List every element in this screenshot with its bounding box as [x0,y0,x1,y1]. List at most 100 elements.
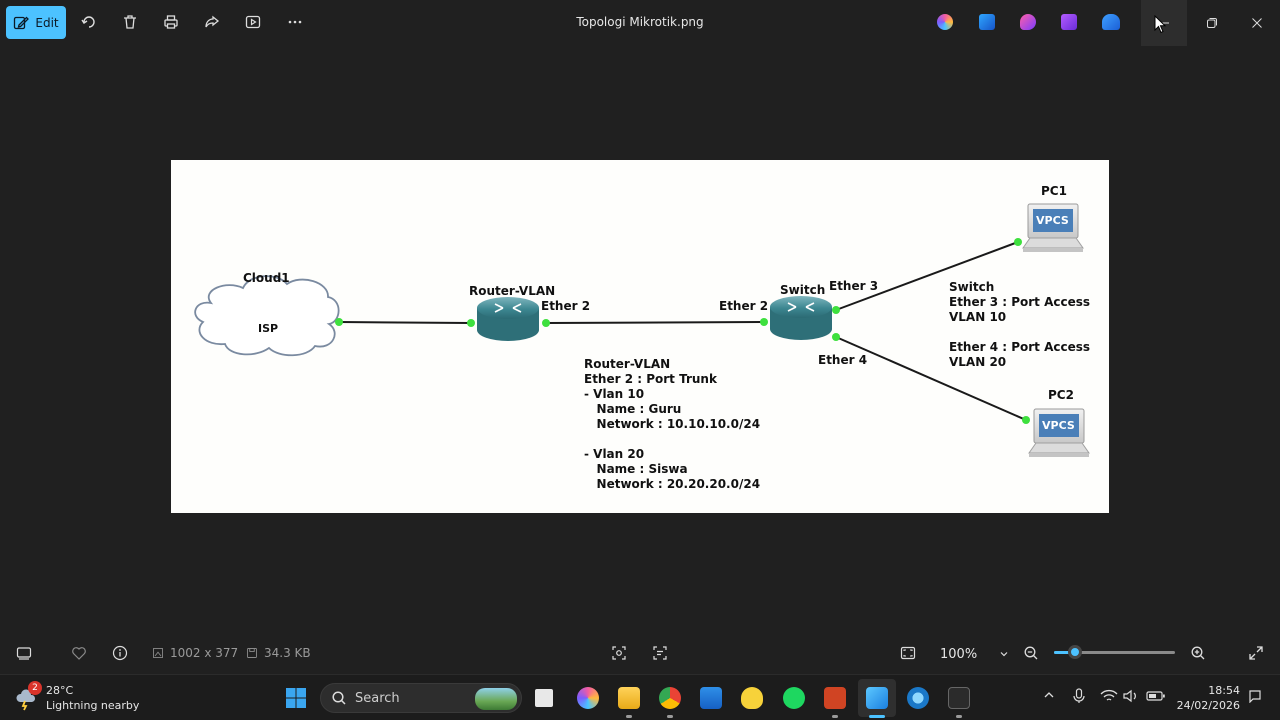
copilot-icon[interactable] [577,687,599,709]
pc1-vpcs-text: VPCS [1036,214,1069,227]
port-dot [832,333,840,341]
file-explorer-icon[interactable] [618,687,640,709]
running-indicator [626,715,632,718]
file-size: 34.3 KB [246,644,311,662]
save-icon [247,648,257,658]
zoom-slider-fill [1054,651,1075,654]
image-dimensions: 1002 x 377 [152,644,238,662]
visual-search-button[interactable] [611,644,627,662]
active-indicator [869,715,885,718]
cloud-text: ISP [258,322,279,335]
link-cloud-router [338,321,472,324]
taskbar: 2 28°C Lightning nearby Search 18:54 24/… [0,674,1280,720]
chevron-up-icon[interactable] [1043,689,1055,701]
image-canvas[interactable]: Cloud1 ISP Router-VLAN Ether 2 Ether 2 S… [171,160,1109,513]
pc2-label: PC2 [1048,388,1074,402]
switch-label: Switch [780,283,826,297]
duck-app-icon[interactable] [741,687,763,709]
spotify-icon[interactable] [783,687,805,709]
clipchamp-app-icon[interactable] [1061,14,1077,30]
powerpoint-icon[interactable] [824,687,846,709]
switch-port3-label: Ether 3 [829,279,879,293]
status-bar: 1002 x 377 34.3 KB 100% [0,632,1280,674]
port-dot [335,318,343,326]
visual-search-icon [612,646,626,660]
link-switch-pc2 [835,336,1027,421]
switch-vlan-notes: Switch Ether 3 : Port Access VLAN 10 Eth… [949,280,1091,369]
print-icon[interactable] [161,12,181,32]
close-button[interactable] [1234,0,1280,46]
edit-button[interactable]: Edit [6,6,66,39]
dimensions-icon [153,648,163,658]
link-switch-pc1 [835,241,1019,311]
running-indicator [956,715,962,718]
pc2-vpcs-text: VPCS [1042,419,1075,432]
link-router-switch [545,321,765,324]
zoom-dropdown[interactable]: 100% [930,640,1010,668]
temperature: 28°C [46,684,74,697]
pc2-vpcs-icon [1028,408,1090,457]
task-view-icon[interactable] [535,689,553,707]
windows-start-icon[interactable] [285,687,307,709]
port-dots [335,238,1030,424]
pc1-label: PC1 [1041,184,1067,198]
weather-widget[interactable]: 2 28°C Lightning nearby [14,681,139,713]
delete-icon[interactable] [120,12,140,32]
search-highlight-image [475,688,517,710]
photos-icon[interactable] [866,687,888,709]
chevron-down-icon [1000,652,1008,657]
zoom-out-button[interactable] [1023,644,1039,662]
fit-window-icon [900,646,916,660]
rotate-icon[interactable] [79,12,99,32]
zoom-out-icon [1024,646,1038,660]
running-indicator [667,715,673,718]
create-app-icon[interactable] [1020,14,1036,30]
cloud-icon [194,275,340,357]
running-indicator [832,715,838,718]
restore-icon [1207,18,1217,28]
port-dot [760,318,768,326]
browser-globe-icon[interactable] [907,687,929,709]
more-icon[interactable] [285,12,305,32]
battery-icon[interactable] [1146,689,1166,703]
microphone-icon[interactable] [1072,688,1086,704]
volume-icon[interactable] [1123,689,1139,703]
fit-to-window-button[interactable] [900,644,916,662]
chrome-icon[interactable] [659,687,681,709]
fullscreen-icon [1249,646,1263,660]
text-scan-button[interactable] [652,644,668,662]
router-icon [477,297,539,341]
notification-icon[interactable] [1248,689,1262,703]
zoom-in-button[interactable] [1190,644,1206,662]
wifi-icon[interactable] [1100,689,1118,703]
text-scan-icon [653,646,667,660]
zoom-slider-track[interactable] [1054,651,1175,654]
router-label: Router-VLAN [469,284,556,298]
restore-button[interactable] [1189,0,1235,46]
slideshow-icon[interactable] [243,12,263,32]
designer-app-icon[interactable] [979,14,995,30]
zoom-value: 100% [940,646,978,662]
port-dot [1014,238,1022,246]
minimize-button[interactable] [1141,0,1187,46]
edit-icon [14,16,30,29]
port-dot [1022,416,1030,424]
zoom-slider-thumb[interactable] [1067,645,1082,659]
clock[interactable]: 18:54 24/02/2026 [1177,683,1240,713]
favorite-button[interactable] [71,644,87,662]
window-title: Topologi Mikrotik.png [576,15,704,29]
file-info-button[interactable] [112,644,128,662]
terminal-icon[interactable] [948,687,970,709]
copilot-app-icon[interactable] [937,14,953,30]
filmstrip-icon [16,647,32,660]
store-icon[interactable] [700,687,722,709]
edit-label: Edit [35,15,59,30]
topology-diagram [194,203,1090,457]
fullscreen-button[interactable] [1248,644,1264,662]
dimensions-text: 1002 x 377 [170,646,239,660]
pc1-vpcs-icon [1022,203,1084,252]
share-icon[interactable] [202,12,222,32]
taskbar-search[interactable]: Search [320,683,522,713]
filmstrip-button[interactable] [16,644,32,662]
onedrive-icon[interactable] [1102,14,1120,30]
